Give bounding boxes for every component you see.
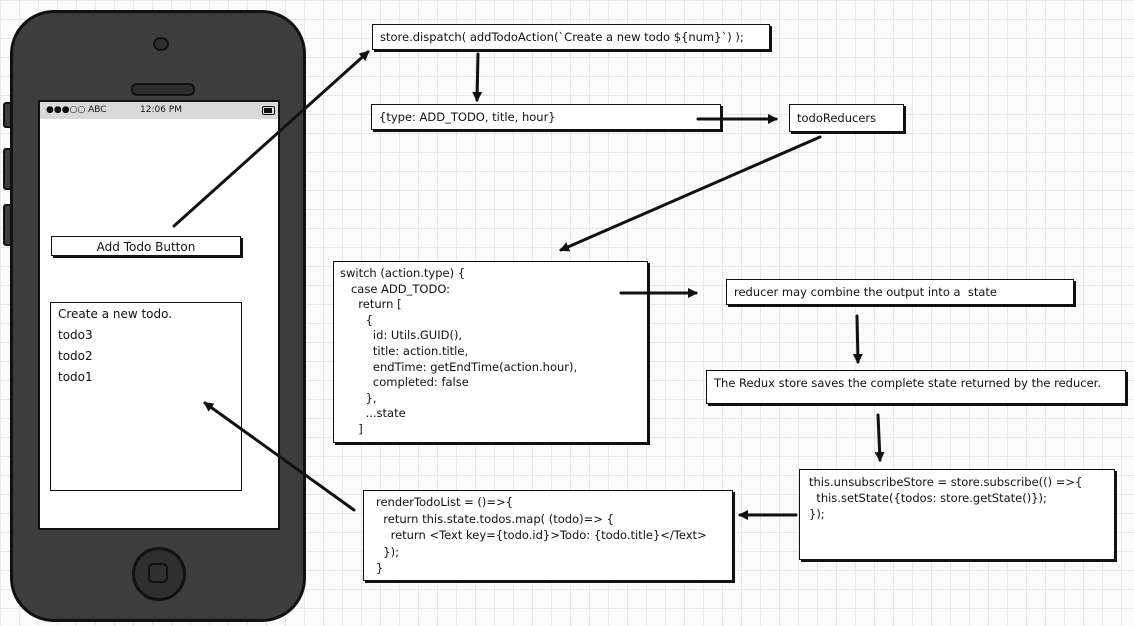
combine-state-box: reducer may combine the output into a st… <box>726 279 1074 305</box>
switch-code-box: switch (action.type) { case ADD_TODO: re… <box>333 261 648 443</box>
store-saves-box: The Redux store saves the complete state… <box>706 370 1126 404</box>
dispatch-box: store.dispatch( addTodoAction(`Create a … <box>372 24 770 50</box>
todo-list: Create a new todo. todo3 todo2 todo1 <box>50 302 242 491</box>
status-time: 12:06 PM <box>140 105 182 115</box>
camera-icon <box>153 37 169 51</box>
subscribe-code-box: this.unsubscribeStore = store.subscribe(… <box>799 469 1115 560</box>
arrow-dispatch-to-action <box>472 52 483 102</box>
arrow-render-to-list <box>203 401 356 512</box>
arrow-combine-to-store <box>852 314 863 364</box>
list-item: todo2 <box>58 349 93 363</box>
arrow-store-to-subscribe <box>874 413 885 462</box>
action-box: {type: ADD_TODO, title, hour} <box>371 104 721 130</box>
reducers-box: todoReducers <box>789 104 904 132</box>
home-square-icon <box>148 563 168 583</box>
speaker-grille <box>131 83 195 96</box>
battery-icon <box>262 106 275 115</box>
render-code-box: renderTodoList = ()=>{ return this.state… <box>363 490 733 581</box>
list-header: Create a new todo. <box>58 307 173 321</box>
add-todo-button[interactable]: Add Todo Button <box>51 236 241 256</box>
arrow-button-to-dispatch <box>172 50 370 228</box>
status-bar: ●●●○○ ABC 12:06 PM <box>40 102 278 119</box>
list-item: todo3 <box>58 328 93 342</box>
arrow-reducers-to-switch <box>559 135 822 252</box>
carrier-signal: ●●●○○ ABC <box>46 105 107 115</box>
list-item: todo1 <box>58 370 93 384</box>
home-button[interactable] <box>132 547 186 601</box>
